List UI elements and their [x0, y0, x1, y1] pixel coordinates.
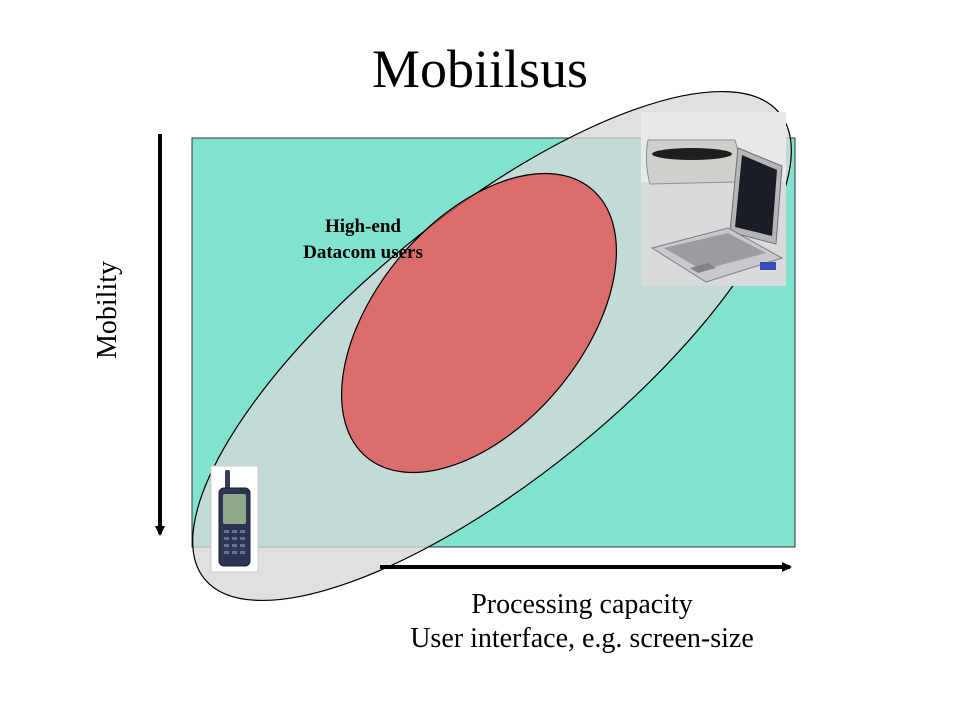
processing-axis-label: Processing capacity User interface, e.g.…: [390, 588, 774, 656]
mobility-axis-label: Mobility: [92, 260, 123, 360]
segment-label: High-end Datacom users: [268, 214, 458, 266]
processing-axis-label-line2: User interface, e.g. screen-size: [410, 623, 754, 654]
high-end-ellipse: [340, 172, 618, 474]
mobile-phone-icon: [210, 465, 259, 573]
processing-axis-label-line1: Processing capacity: [471, 589, 693, 620]
segment-label-line2: Datacom users: [303, 242, 423, 263]
slide-title: Mobiilsus: [371, 39, 589, 99]
laptop-icon: [641, 112, 786, 286]
segment-label-line1: High-end: [324, 216, 402, 237]
